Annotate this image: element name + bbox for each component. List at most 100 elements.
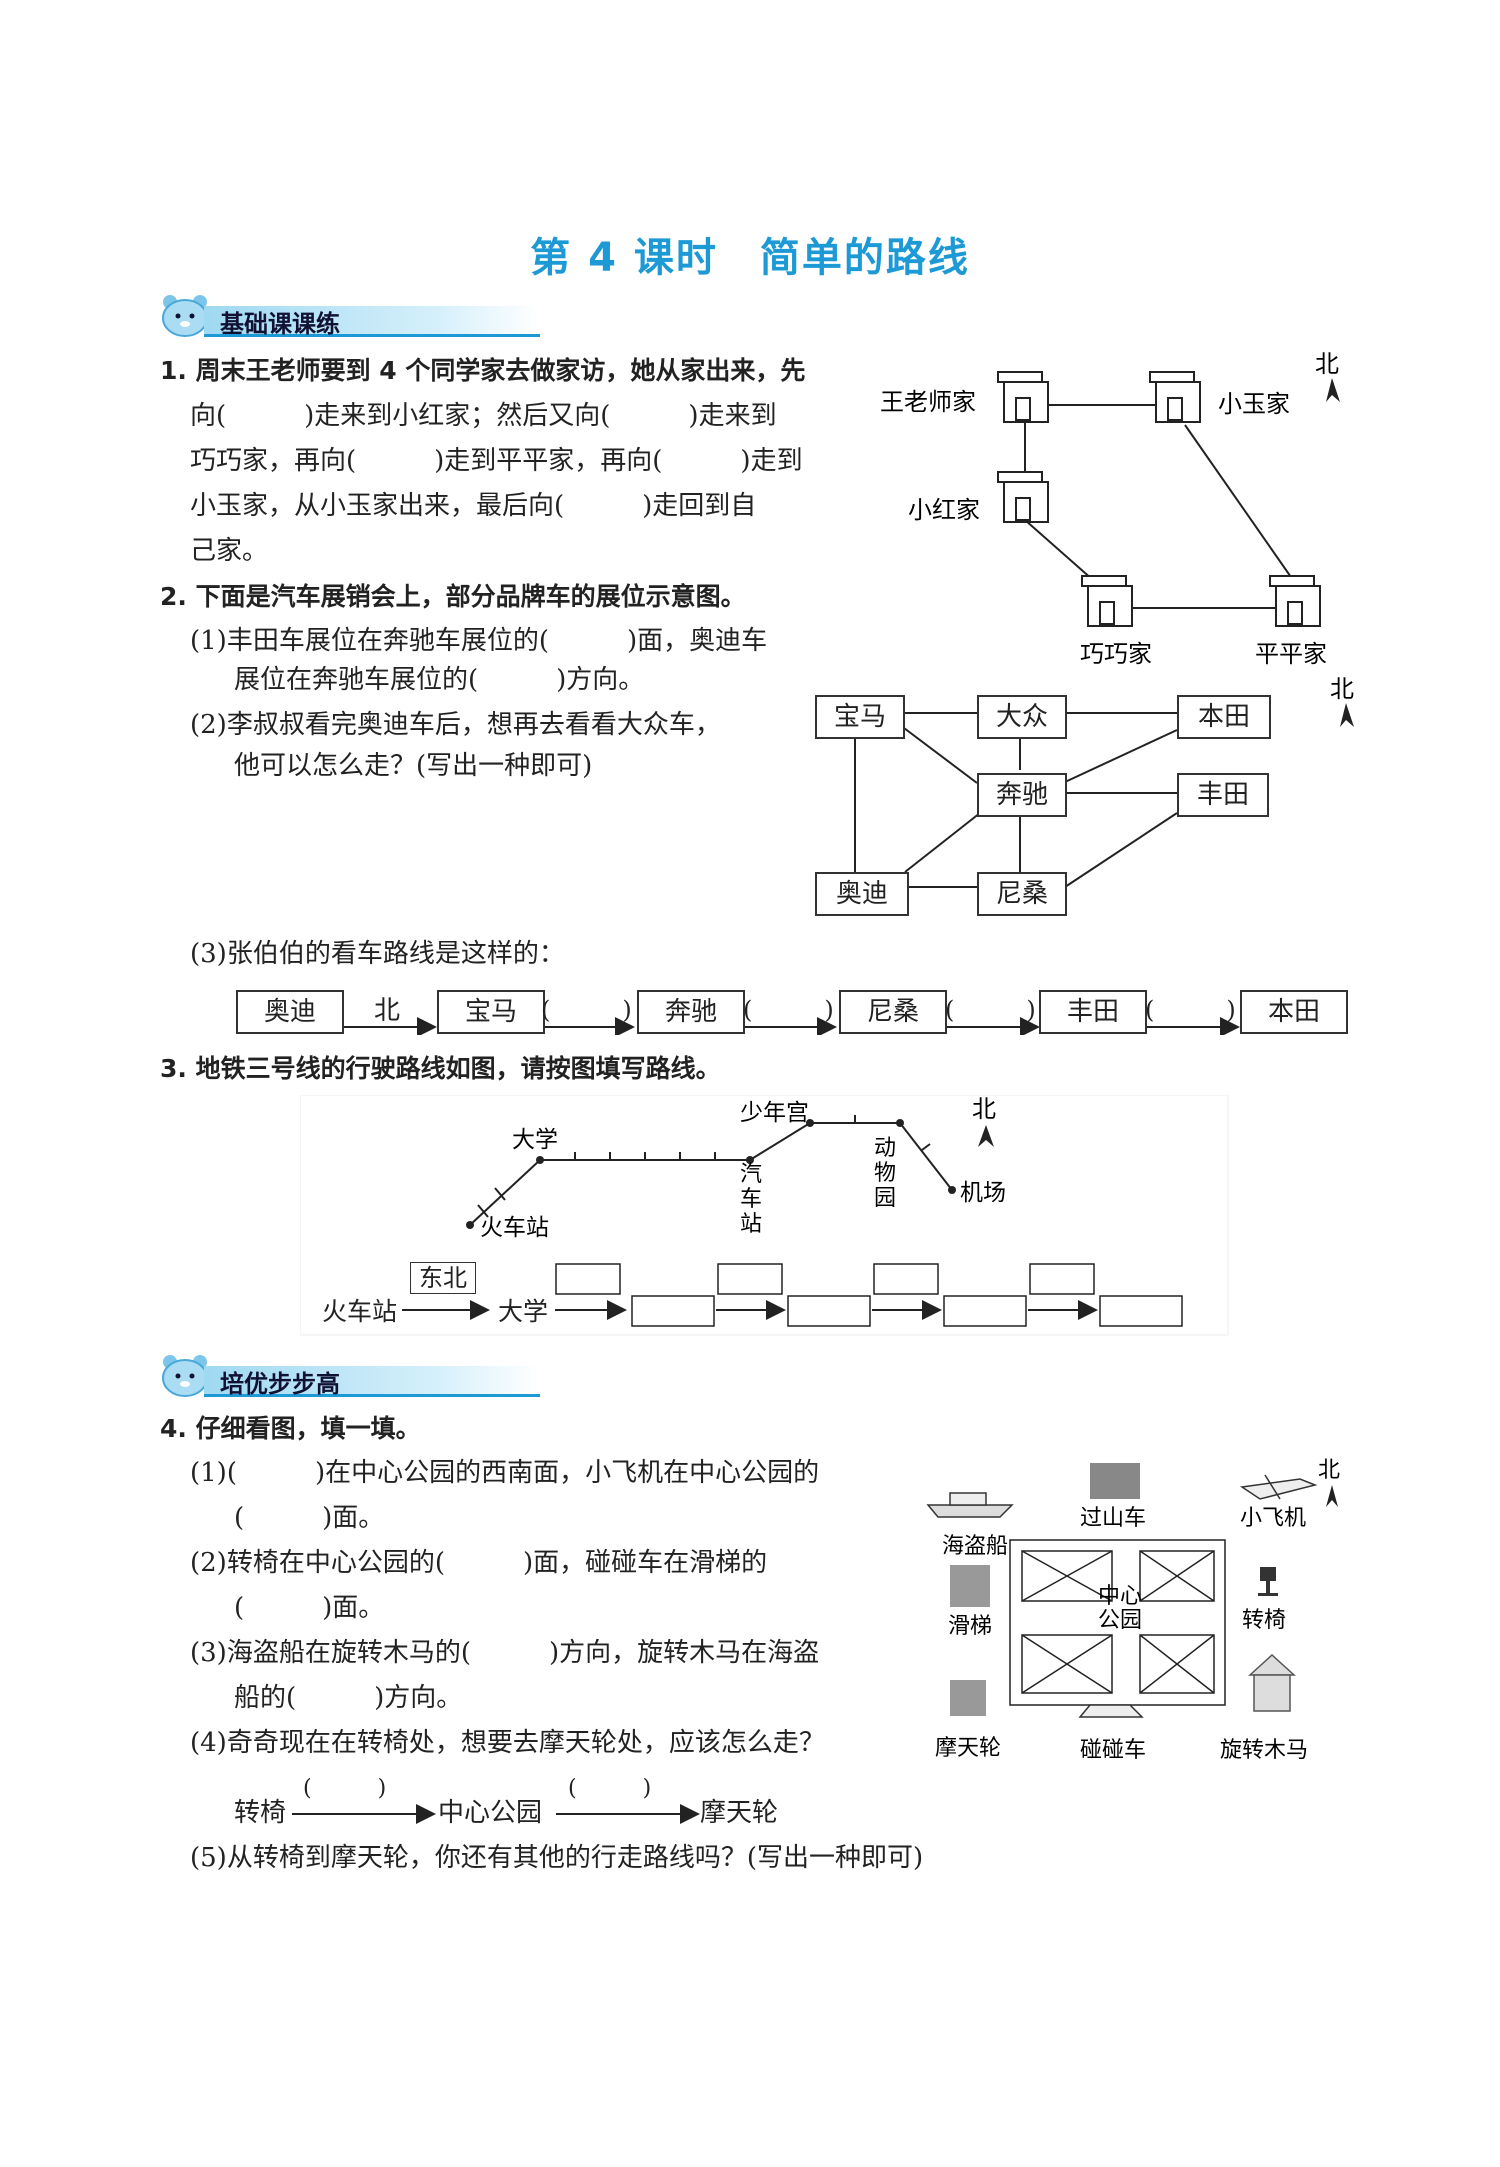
slide-icon (950, 1565, 990, 1607)
question-1: 1. 周末王老师要到 4 个同学家去做家访，她从家出来，先 向( )走来到小红家… (160, 348, 805, 574)
station-youth: 少年宫 (740, 1100, 809, 1126)
north-label: 北 (1318, 1458, 1340, 1483)
chain-dir-1: 东北 (410, 1262, 476, 1294)
booth-honda: 本田 (1177, 695, 1271, 739)
park-ferris: 摩天轮 (935, 1736, 1001, 1761)
station-bus-1: 汽 (740, 1162, 762, 1187)
booth-benz: 奔驰 (977, 773, 1067, 817)
park-carousel: 旋转木马 (1220, 1738, 1308, 1763)
north-label: 北 (1315, 350, 1339, 378)
q4-park-map: 中心 公园 海盗船 过山车 小飞机 滑梯 转椅 摩天轮 碰碰车 旋转木马 北 (926, 1458, 1340, 1763)
section-title-basic: 基础课课练 (220, 310, 340, 338)
q4-s2a: (2)转椅在中心公园的( )面，碰碰车在滑梯的 (190, 1548, 768, 1578)
q3-head-text: 3. 地铁三号线的行驶路线如图，请按图填写路线。 (160, 1054, 721, 1083)
q1-line-2: 巧巧家，再向( )走到平平家，再向( )走到 (190, 446, 803, 476)
section-banner-basic: 基础课课练 (160, 292, 560, 338)
chair-icon (1258, 1567, 1278, 1596)
route-dir-3: ( ) (743, 996, 834, 1024)
q4-head: 4. 仔细看图，填一填。 (160, 1414, 421, 1443)
park-slide: 滑梯 (948, 1614, 992, 1639)
house-label-ping: 平平家 (1255, 640, 1327, 668)
route-step-6: 本田 (1240, 990, 1348, 1034)
route-dir-4: ( ) (945, 996, 1036, 1024)
park-swivel: 转椅 (1242, 1608, 1286, 1633)
park-bumper: 碰碰车 (1080, 1738, 1146, 1763)
north-arrow-icon (1326, 378, 1340, 402)
q1-line-3: 小玉家，从小玉家出来，最后向( )走回到自 (190, 491, 757, 521)
bumper-car-icon (1078, 1704, 1144, 1718)
booth-audi: 奥迪 (815, 872, 909, 916)
question-4: 4. 仔细看图，填一填。 (1)( )在中心公园的西南面，小飞机在中心公园的 (… (160, 1406, 825, 1766)
q4-route-mid: 中心公园 (438, 1798, 543, 1828)
route-step-3: 奔驰 (637, 990, 745, 1034)
booth-vw: 大众 (977, 695, 1067, 739)
q4-route-start: 转椅 (234, 1798, 287, 1828)
house-label-qiao: 巧巧家 (1080, 640, 1152, 668)
q2-head: 2. 下面是汽车展销会上，部分品牌车的展位示意图。 (160, 582, 746, 611)
q4-route-end: 摩天轮 (700, 1798, 779, 1828)
route-step-4: 尼桑 (839, 990, 947, 1034)
north-arrow-icon (1340, 703, 1354, 727)
question-2: 2. 下面是汽车展销会上，部分品牌车的展位示意图。 (1)丰田车展位在奔驰车展位… (160, 574, 767, 789)
park-coaster: 过山车 (1080, 1506, 1146, 1531)
q3-head: 3. 地铁三号线的行驶路线如图，请按图填写路线。 (160, 1046, 721, 1092)
bear-icon (162, 1355, 208, 1397)
park-pirate: 海盗船 (942, 1534, 1008, 1559)
booth-bmw: 宝马 (815, 695, 905, 739)
q1-line-0: 1. 周末王老师要到 4 个同学家去做家访，她从家出来，先 (160, 356, 806, 385)
station-bus-2: 车 (740, 1187, 762, 1212)
q2-s3: (3)张伯伯的看车路线是这样的： (190, 939, 565, 969)
station-bus-3: 站 (740, 1212, 762, 1237)
chain-start: 火车站 (322, 1297, 398, 1326)
q4-s4: (4)奇奇现在在转椅处，想要去摩天轮处，应该怎么走？ (190, 1728, 825, 1758)
house-label-wang: 王老师家 (880, 388, 976, 416)
q4-s1b: ( )面。 (234, 1503, 385, 1533)
route-dir-2: ( ) (541, 996, 632, 1024)
q3-chain-arrows (402, 1263, 1183, 1327)
q4-s2b: ( )面。 (234, 1593, 385, 1623)
station-airport: 机场 (960, 1180, 1006, 1206)
north-label: 北 (1330, 675, 1354, 703)
park-center-2: 公园 (1098, 1608, 1142, 1633)
station-train: 火车站 (480, 1215, 549, 1241)
station-zoo-1: 动 (874, 1136, 896, 1161)
booth-toyota: 丰田 (1177, 773, 1269, 817)
q2-s2b: 他可以怎么走？(写出一种即可) (234, 751, 593, 781)
north-label: 北 (972, 1095, 996, 1123)
park-plane: 小飞机 (1240, 1506, 1306, 1531)
ship-icon (926, 1492, 1014, 1518)
carousel-icon (1248, 1653, 1296, 1712)
q4-s5: (5)从转椅到摩天轮，你还有其他的行走路线吗？(写出一种即可) (190, 1843, 924, 1873)
station-univ: 大学 (512, 1127, 558, 1153)
q2-route-arrows (340, 1017, 1240, 1035)
q4-route-dir-2: ( ) (568, 1776, 652, 1801)
section-title-advanced: 培优步步高 (220, 1370, 340, 1398)
route-step-1: 奥迪 (236, 990, 344, 1034)
house-icon (997, 371, 1321, 627)
q2-booth-map: 北 (854, 675, 1354, 888)
booth-nissan: 尼桑 (977, 872, 1067, 916)
house-label-yu: 小玉家 (1218, 390, 1290, 418)
station-zoo-3: 园 (874, 1186, 896, 1211)
q1-house-map: 王老师家 小玉家 小红家 巧巧家 平平家 北 (880, 350, 1340, 668)
chain-second: 大学 (498, 1297, 549, 1326)
ferris-wheel-icon (950, 1680, 986, 1716)
north-arrow-icon (978, 1125, 994, 1147)
bear-icon (162, 295, 208, 337)
q1-line-1: 向( )走来到小红家；然后又向( )走来到 (190, 401, 777, 431)
q1-line-4: 己家。 (190, 536, 269, 566)
q4-route-arrows (292, 1804, 700, 1824)
roller-coaster-icon (1090, 1463, 1140, 1499)
q4-s3a: (3)海盗船在旋转木马的( )方向，旋转木马在海盗 (190, 1638, 820, 1668)
q2-s1a: (1)丰田车展位在奔驰车展位的( )面，奥迪车 (190, 626, 768, 656)
route-dir-1: 北 (374, 996, 401, 1026)
q2-s2a: (2)李叔叔看完奥迪车后，想再去看看大众车， (190, 710, 721, 740)
q1-line: 1. 周末王老师要到 4 个同学家去做家访，她从家出来，先 (160, 348, 805, 394)
q3-metro-map: 大学 少年宫 火车站 机场 汽 车 站 动 物 园 北 (300, 1095, 1229, 1336)
route-step-5: 丰田 (1039, 990, 1147, 1034)
house-label-hong: 小红家 (908, 496, 980, 524)
north-arrow-icon (1326, 1485, 1338, 1507)
plane-icon (1239, 1474, 1318, 1500)
page-title: 第 4 课时 简单的路线 (530, 235, 970, 281)
park-center-1: 中心 (1098, 1584, 1142, 1609)
